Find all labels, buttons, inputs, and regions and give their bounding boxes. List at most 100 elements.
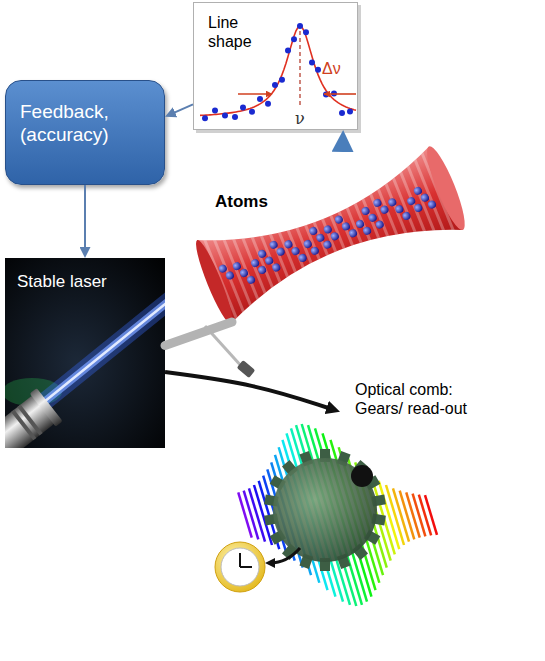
comb-label: Optical comb: Gears/ read-out <box>355 380 485 418</box>
atom <box>232 261 242 271</box>
data-point <box>249 109 255 115</box>
frequency-symbol: ν <box>295 109 319 128</box>
comb-line <box>425 495 437 535</box>
atom <box>239 268 249 278</box>
readout-arrow <box>270 548 300 563</box>
atom <box>420 193 430 203</box>
atom <box>218 263 228 273</box>
atom <box>348 228 358 238</box>
comb-arrow <box>165 372 331 409</box>
plot-background <box>193 2 358 130</box>
data-point <box>347 108 353 114</box>
data-point <box>315 67 321 73</box>
gear-wheel <box>273 458 377 562</box>
clock-hand <box>239 553 241 567</box>
atom <box>427 199 437 209</box>
atom <box>413 203 423 213</box>
wave-stripe <box>300 188 341 290</box>
gear-knob <box>351 465 373 487</box>
laser-beam <box>44 296 165 402</box>
clock-hand <box>240 566 252 568</box>
wave-stripe <box>283 194 324 296</box>
feedback-box: Feedback, (accuracy) <box>5 80 165 185</box>
data-point <box>272 82 278 88</box>
atom-cavity: Atoms <box>205 150 460 322</box>
atom <box>303 239 313 249</box>
data-point <box>297 23 303 29</box>
linewidth-symbol: Δν <box>322 59 356 78</box>
fiber <box>205 326 243 368</box>
comb-line <box>413 494 426 537</box>
comb-line <box>419 495 431 536</box>
atom <box>322 239 332 249</box>
atom <box>275 246 285 256</box>
laser-backdrop <box>5 258 165 448</box>
atom <box>360 206 370 216</box>
atom <box>257 265 267 275</box>
width-arrow <box>324 93 356 95</box>
atom <box>362 226 372 236</box>
wave-stripe <box>250 208 291 310</box>
laser-beam <box>44 296 165 402</box>
wave-stripe <box>242 211 283 313</box>
atom <box>413 186 423 196</box>
atom <box>375 219 385 229</box>
laser-label: Stable laser <box>17 272 157 292</box>
stable-laser-photo: Stable laser <box>5 258 165 448</box>
atom <box>355 219 365 229</box>
data-point <box>339 110 345 116</box>
data-point <box>212 107 218 113</box>
wave-stripe <box>275 198 316 300</box>
data-point <box>265 101 271 107</box>
data-point <box>202 115 208 121</box>
atom <box>387 197 397 207</box>
feedback-label: Feedback, (accuracy) <box>20 101 160 147</box>
atom <box>372 198 382 208</box>
atom <box>310 246 320 256</box>
wave-stripe <box>308 184 349 286</box>
laser-beam-link <box>165 322 232 345</box>
laser-beam <box>44 296 165 402</box>
wave-stripe <box>317 181 358 283</box>
atom <box>268 240 278 250</box>
optical-comb: Optical comb: Gears/ read-out <box>340 378 535 430</box>
cavity-end <box>421 143 471 233</box>
data-point <box>232 114 238 120</box>
cavity-beam <box>187 134 475 336</box>
feedback-arrow <box>172 104 193 113</box>
control-arrow <box>84 185 86 250</box>
atom <box>264 255 274 265</box>
atom <box>271 262 281 272</box>
laser-pointer <box>5 388 63 448</box>
gear-teeth <box>264 449 386 571</box>
atom <box>315 233 325 243</box>
fiber-coupler <box>237 360 256 378</box>
atom <box>323 224 333 234</box>
wave-stripe <box>267 201 308 303</box>
data-point <box>222 113 228 119</box>
atom <box>246 275 256 285</box>
atom <box>379 205 389 215</box>
wave-stripe <box>350 168 391 270</box>
laser-picture <box>5 258 165 448</box>
wave-stripe <box>334 174 375 276</box>
atom <box>297 253 307 263</box>
atoms-label: Atoms <box>215 192 295 212</box>
data-point <box>309 60 315 66</box>
center-line <box>299 24 300 108</box>
atom <box>334 214 344 224</box>
clock-face <box>221 548 259 586</box>
atom <box>394 204 404 214</box>
pointer-groove <box>17 405 42 436</box>
atom <box>406 196 416 206</box>
pointer-ring <box>30 388 63 427</box>
standing-wave <box>200 141 458 331</box>
data-point <box>279 77 285 83</box>
width-arrow <box>238 93 272 95</box>
clock-ring <box>215 542 265 592</box>
plot-title: Line shape <box>208 13 268 51</box>
atom <box>290 246 300 256</box>
atom <box>367 213 377 223</box>
